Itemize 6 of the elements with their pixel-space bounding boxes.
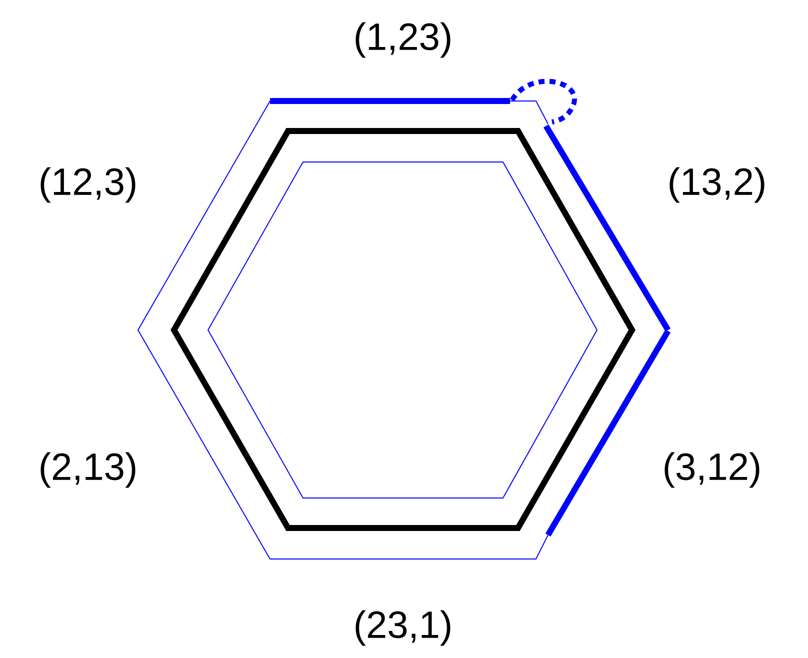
coordinate-label: (3,12)	[664, 452, 760, 488]
coordinate-label: (13,2)	[670, 167, 764, 203]
coordinate-label: (23,1)	[356, 610, 450, 646]
coordinate-label: (2,13)	[40, 452, 136, 488]
coordinate-label: (12,3)	[40, 167, 136, 203]
coordinate-label: (1,23)	[356, 22, 450, 58]
